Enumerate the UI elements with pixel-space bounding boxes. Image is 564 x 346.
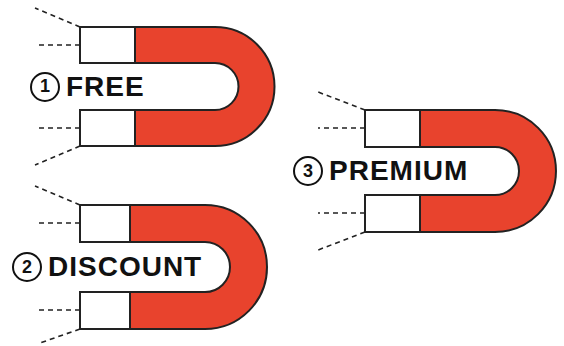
callout-number: 1 — [30, 72, 60, 102]
callout-number: 3 — [293, 156, 323, 186]
magnet-label: 1FREE — [30, 72, 145, 102]
callout-number: 2 — [12, 252, 42, 282]
magnet-label: 3PREMIUM — [293, 156, 468, 186]
magnet-title: FREE — [66, 73, 145, 101]
magnet-title: DISCOUNT — [48, 253, 202, 281]
magnet-label: 2DISCOUNT — [12, 252, 202, 282]
horseshoe-magnet: 2DISCOUNT — [80, 205, 269, 331]
horseshoe-magnet: 3PREMIUM — [365, 110, 558, 234]
magnet-title: PREMIUM — [329, 157, 468, 185]
horseshoe-magnet: 1FREE — [80, 27, 277, 148]
